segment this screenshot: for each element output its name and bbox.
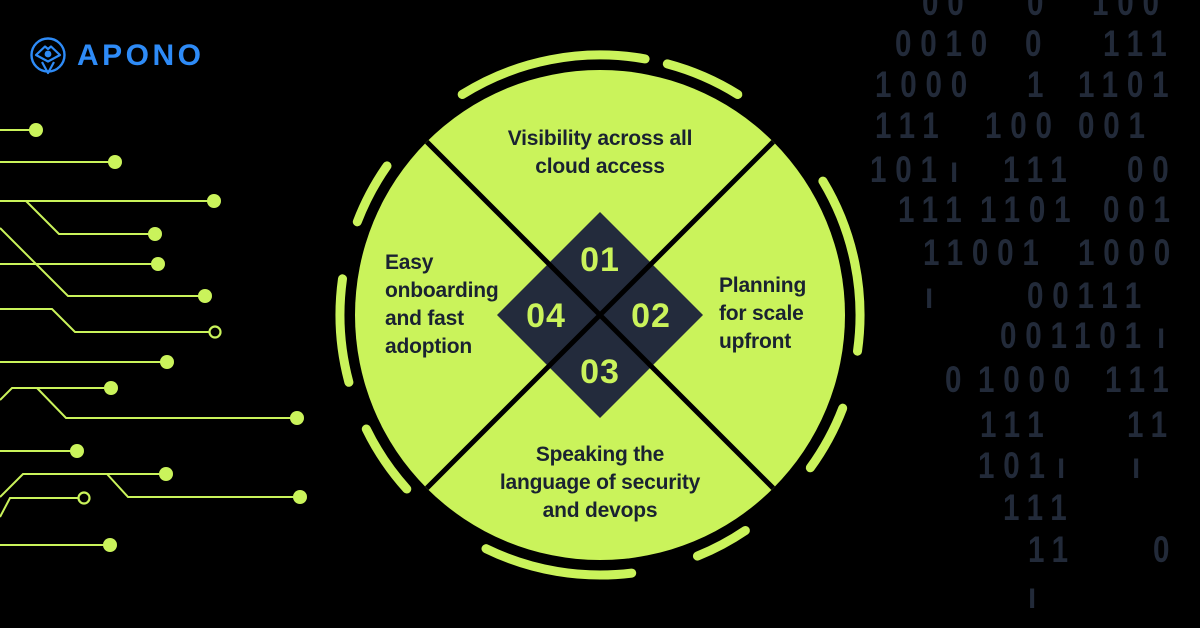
binary-digits: 1101 xyxy=(1078,64,1178,105)
binary-digits: 1 xyxy=(1027,64,1053,105)
quadrant-label-onboarding: Easy onboarding and fast adoption xyxy=(385,251,499,358)
binary-digits: 111 xyxy=(1003,149,1076,190)
apono-eye-icon xyxy=(30,37,66,75)
binary-digits: 11001 xyxy=(923,232,1048,273)
binary-digits: 00111 xyxy=(1027,275,1151,316)
quadrant-label-visibility: Visibility across all cloud access xyxy=(507,127,693,178)
dashed-arc-segment xyxy=(352,161,392,227)
circuit-node-hollow xyxy=(77,491,91,505)
binary-digits: 0 xyxy=(1027,0,1053,23)
binary-digits: 0 xyxy=(1025,23,1051,64)
binary-digits: 111 xyxy=(1103,23,1176,64)
binary-digits: 001 xyxy=(1078,105,1154,146)
binary-digits: ı xyxy=(950,149,968,190)
circuit-node-filled xyxy=(290,411,304,425)
dashed-arc-segment xyxy=(361,424,412,494)
circuit-pattern xyxy=(0,123,307,552)
binary-digits: 101 xyxy=(978,445,1054,486)
quadrant-label-planning: Planning for scale upfront xyxy=(719,274,807,353)
binary-digits: 101 xyxy=(870,149,946,190)
step-number-02: 02 xyxy=(631,297,671,335)
circuit-node-filled xyxy=(159,467,173,481)
circuit-node-filled xyxy=(293,490,307,504)
binary-digits: 1000 xyxy=(1078,232,1180,273)
quadrant-divider-x xyxy=(425,140,775,490)
circuit-node-filled xyxy=(160,355,174,369)
binary-digits: 00 xyxy=(1127,149,1178,190)
circuit-trace xyxy=(106,473,300,498)
dashed-arc-segment xyxy=(335,274,354,387)
dashed-arc-ring xyxy=(335,50,865,580)
binary-digits: 100 xyxy=(985,105,1061,146)
binary-digits: 100 xyxy=(1092,0,1168,23)
binary-digits: 1000 xyxy=(875,64,977,105)
binary-digits: 1000 xyxy=(978,359,1080,400)
binary-digits: 0 xyxy=(945,359,971,400)
circuit-node-filled xyxy=(148,227,162,241)
binary-digits: 001101 xyxy=(1000,315,1150,356)
circuit-trace xyxy=(0,227,205,297)
binary-digits: 001 xyxy=(1103,189,1179,230)
circuit-node-hollow xyxy=(208,325,222,339)
binary-digits: ı xyxy=(1157,315,1175,356)
binary-digits: 111 xyxy=(875,105,948,146)
binary-digits: 11 xyxy=(1127,404,1176,445)
binary-digits: ı xyxy=(1057,445,1075,486)
circuit-trace xyxy=(36,387,297,419)
circuit-trace xyxy=(0,308,215,333)
dashed-arc-segment xyxy=(818,176,865,356)
circuit-trace xyxy=(25,200,155,235)
dashed-arc-segment xyxy=(662,59,743,99)
dashed-arc-segment xyxy=(457,50,650,99)
binary-digits: 0 xyxy=(1153,529,1179,570)
dashed-arc-segment xyxy=(481,544,637,580)
step-number-01: 01 xyxy=(580,241,620,279)
brand-logo: APONO xyxy=(28,36,205,76)
dashed-arc-segment xyxy=(692,526,750,561)
circuit-node-filled xyxy=(103,538,117,552)
binary-digits: ı xyxy=(1132,445,1150,486)
binary-digits: 111 xyxy=(1003,487,1076,528)
binary-digits: 111 xyxy=(980,404,1053,445)
circuit-trace xyxy=(0,387,111,401)
circuit-node-filled xyxy=(70,444,84,458)
circuit-node-filled xyxy=(198,289,212,303)
step-number-04: 04 xyxy=(526,297,566,335)
binary-digits: ı xyxy=(925,275,943,316)
binary-digits: 0010 xyxy=(895,23,997,64)
circuit-trace xyxy=(0,497,84,518)
circuit-node-filled xyxy=(108,155,122,169)
quadrant-label-speaking: Speaking the language of security and de… xyxy=(499,443,701,522)
binary-digits: 1101 xyxy=(980,189,1080,230)
step-number-03: 03 xyxy=(580,353,620,391)
circuit-trace xyxy=(0,473,166,498)
binary-digits: 00 xyxy=(922,0,973,23)
circuit-node-filled xyxy=(151,257,165,271)
circuit-node-filled xyxy=(207,194,221,208)
circuit-node-filled xyxy=(29,123,43,137)
binary-digits: 11 xyxy=(1028,529,1077,570)
brand-wordmark: APONO xyxy=(77,39,205,72)
dashed-arc-segment xyxy=(805,403,848,473)
binary-digits: 111 xyxy=(1105,359,1178,400)
circuit-node-filled xyxy=(104,381,118,395)
binary-digits: 111 xyxy=(898,189,971,230)
binary-digits: ı xyxy=(1028,575,1046,616)
